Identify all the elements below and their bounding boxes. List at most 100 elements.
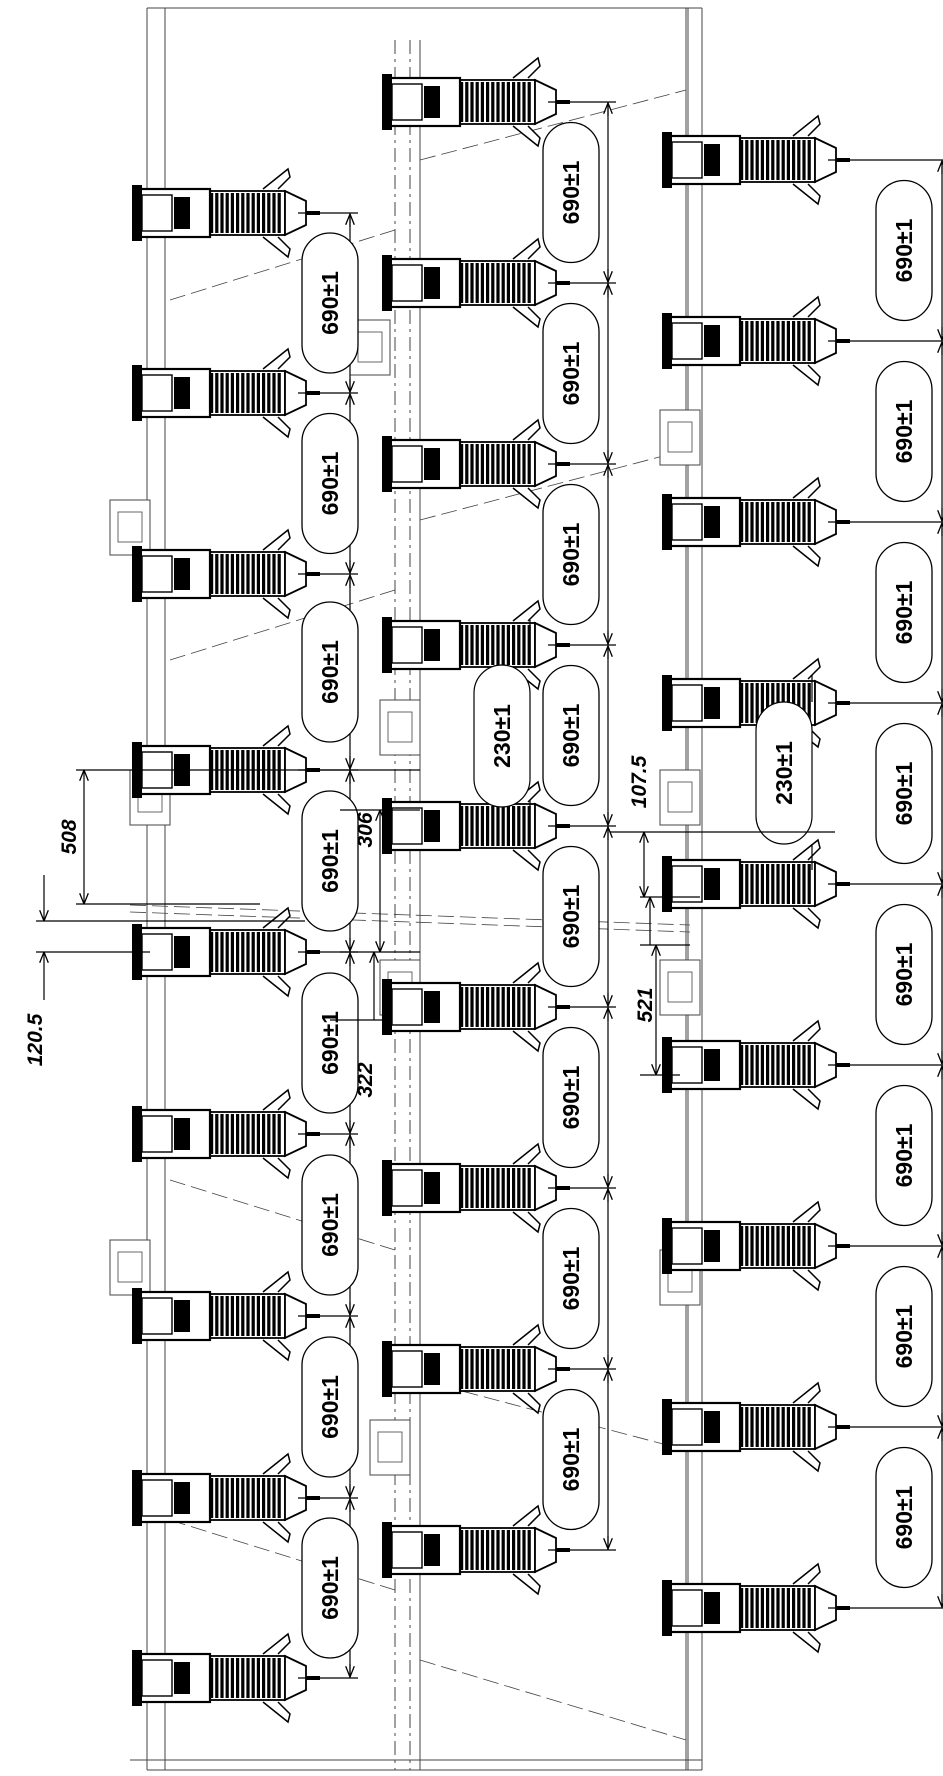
spacing-label: 690±1	[891, 580, 917, 644]
frame-bracket-icon	[379, 699, 421, 756]
dim-120-5-lines	[36, 875, 305, 1000]
dim-label-120-5: 120.5	[24, 1013, 47, 1066]
spacing-pill	[542, 1026, 600, 1169]
dim-label-521: 521	[634, 987, 657, 1022]
offset-pill-right	[755, 675, 813, 870]
frame-bracket-icon	[369, 1419, 411, 1476]
spacing-label: 690±1	[317, 1193, 343, 1257]
spacing-pill	[542, 1207, 600, 1350]
spring-tine-icon	[382, 1323, 570, 1415]
spacing-label: 690±1	[558, 1065, 584, 1129]
spacing-pill	[301, 601, 359, 743]
spring-tine-icon	[662, 1562, 850, 1654]
frame-crossmember	[169, 229, 396, 301]
spacing-label: 690±1	[891, 1123, 917, 1187]
spacing-pill	[875, 1084, 933, 1227]
spring-tine-icon	[382, 961, 570, 1053]
spacing-pill	[875, 541, 933, 684]
spacing-pill	[301, 972, 359, 1114]
spring-tine-icon	[132, 528, 320, 620]
spacing-pill	[301, 412, 359, 555]
spacing-label: 690±1	[891, 1304, 917, 1368]
dim-107-5-521-lines	[610, 831, 835, 1076]
spacing-pill	[301, 1517, 359, 1659]
spring-tine-icon	[662, 1019, 850, 1111]
spacing-label: 690±1	[891, 399, 917, 463]
spring-tine-icon	[132, 1270, 320, 1362]
frame-bracket-icon	[659, 769, 701, 826]
spacing-dimensions: 690±1 690±1 690±1 690±1 690±1 690±1 690±1 690±1…	[298, 101, 943, 1679]
frame-bracket-icon	[659, 409, 701, 466]
frame-crossmember	[419, 449, 687, 521]
offset-labels: 230±1 230±1 508 120.5 306 322 107.5 521	[24, 704, 797, 1098]
spring-tine-icon	[662, 295, 850, 387]
offset-label-right: 230±1	[771, 741, 797, 805]
frame-bracket-icon	[109, 499, 151, 556]
spacing-label: 690±1	[317, 1556, 343, 1620]
spacing-pill	[542, 302, 600, 445]
spacing-pill	[301, 1154, 359, 1296]
spacing-label: 690±1	[558, 341, 584, 405]
frame-crossmember	[419, 1659, 687, 1741]
spacing-pill	[875, 360, 933, 503]
spring-tine-icon	[132, 347, 320, 439]
offset-pill-left	[473, 620, 531, 808]
spacing-label: 690±1	[317, 829, 343, 893]
spacing-pill	[875, 722, 933, 865]
spacing-label: 690±1	[317, 1011, 343, 1075]
dim-label-306: 306	[354, 812, 377, 847]
spacing-label: 690±1	[558, 160, 584, 224]
spacing-pill	[542, 121, 600, 264]
spacing-label: 690±1	[317, 640, 343, 704]
spacing-label: 690±1	[891, 761, 917, 825]
dim-508-lines	[76, 769, 420, 905]
spacing-label: 690±1	[317, 1375, 343, 1439]
offset-label-left: 230±1	[489, 704, 515, 768]
spring-tine-icon	[662, 114, 850, 206]
dim-label-107-5: 107.5	[628, 755, 651, 808]
spacing-pill	[875, 903, 933, 1046]
spacing-pill	[301, 790, 359, 932]
spring-tine-icon	[382, 237, 570, 329]
spring-tine-icon	[382, 418, 570, 510]
spacing-pill	[542, 1388, 600, 1531]
spacing-label: 690±1	[558, 884, 584, 948]
spacing-label: 690±1	[558, 1427, 584, 1491]
spacing-label: 690±1	[558, 522, 584, 586]
frame-crossmember	[169, 1179, 396, 1251]
spacing-label: 690±1	[891, 218, 917, 282]
spring-tine-icon	[132, 1088, 320, 1180]
spacing-pill	[301, 1336, 359, 1478]
spring-tine-icon	[662, 476, 850, 568]
spacing-pill	[875, 179, 933, 322]
spring-tine-icon	[662, 838, 850, 930]
spacing-label: 690±1	[317, 451, 343, 515]
dim-label-508: 508	[58, 819, 81, 854]
spring-tine-icon	[132, 1632, 320, 1724]
spacing-label: 690±1	[558, 703, 584, 767]
spacing-pill	[301, 232, 359, 374]
spring-tine-icon	[132, 906, 320, 998]
spring-tine-icon	[132, 1452, 320, 1544]
tines-group	[132, 56, 850, 1724]
dim-306-322-lines	[330, 809, 420, 1021]
frame-bracket-icon	[109, 1239, 151, 1296]
offset-dimensions	[36, 620, 835, 1076]
spacing-label: 690±1	[317, 271, 343, 335]
spring-tine-icon	[382, 1504, 570, 1596]
frame-crossmember	[169, 589, 396, 661]
spacing-pill	[542, 664, 600, 807]
spring-tine-icon	[382, 1142, 570, 1234]
dim-label-322: 322	[354, 1062, 377, 1097]
spacing-pill	[542, 845, 600, 988]
spring-tine-icon	[132, 167, 320, 259]
spacing-pill	[875, 1446, 933, 1589]
frame-bracket-icon	[659, 959, 701, 1016]
spacing-label: 690±1	[891, 1485, 917, 1549]
frame-crossmember	[169, 1519, 396, 1591]
spacing-pill	[542, 483, 600, 626]
spacing-label: 690±1	[558, 1246, 584, 1310]
frame-crossmember	[419, 89, 687, 161]
spacing-pill	[875, 1265, 933, 1408]
